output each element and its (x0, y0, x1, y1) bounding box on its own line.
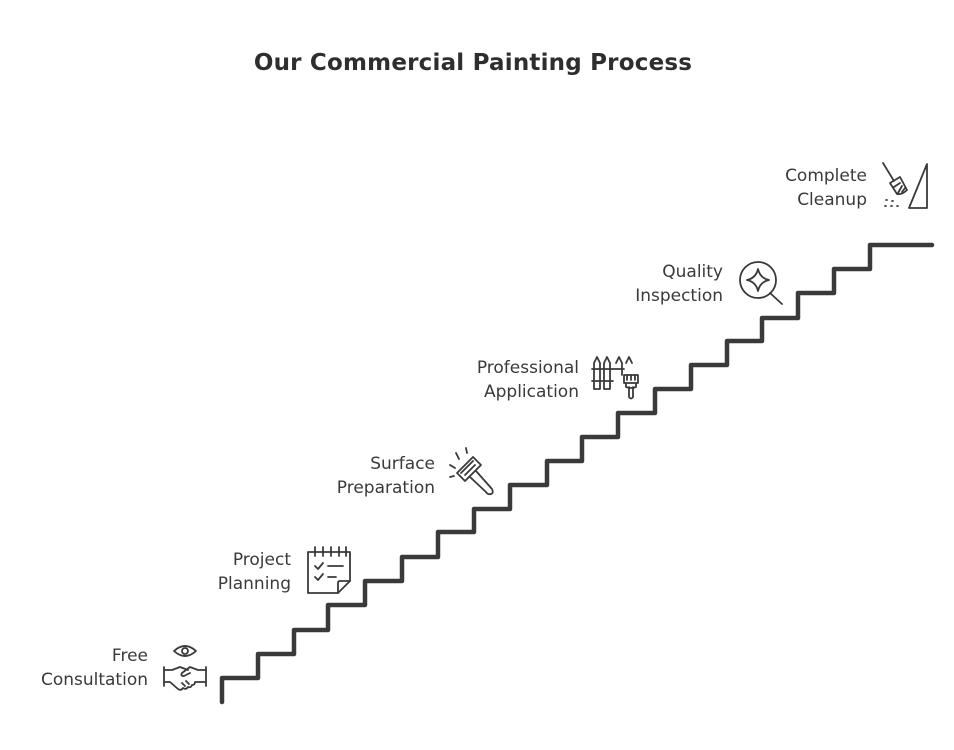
step-label-project-planning: Project Planning (218, 548, 291, 596)
paint-brush-fence-icon (591, 351, 643, 403)
step-label-quality-inspection: Quality Inspection (635, 260, 723, 308)
magnifier-sparkle-icon (736, 256, 788, 308)
step-label-line: Complete (785, 166, 867, 186)
scraper-icon (447, 447, 501, 501)
step-label-free-consultation: Free Consultation (41, 644, 148, 692)
step-label-surface-preparation: Surface Preparation (337, 452, 435, 500)
step-label-line: Project (232, 550, 291, 570)
handshake-eye-icon (160, 640, 210, 692)
step-label-line: Quality (662, 262, 723, 282)
broom-icon (880, 160, 934, 212)
step-label-line: Surface (370, 454, 435, 474)
step-label-line: Consultation (40, 670, 148, 690)
step-label-professional-application: Professional Application (477, 356, 579, 404)
step-label-line: Cleanup (797, 190, 867, 210)
step-label-line: Planning (217, 574, 291, 594)
step-label-line: Professional (476, 358, 579, 378)
step-label-line: Preparation (336, 478, 435, 498)
step-label-line: Free (111, 646, 148, 666)
diagram-title: Our Commercial Painting Process (253, 50, 693, 76)
step-label-line: Application (484, 382, 579, 402)
step-label-complete-cleanup: Complete Cleanup (785, 164, 867, 212)
calendar-checklist-icon (303, 545, 353, 597)
step-label-line: Inspection (635, 286, 723, 306)
